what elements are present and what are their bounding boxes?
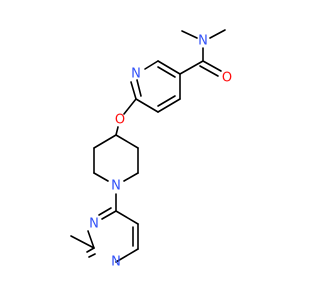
bond-pyrimidine-c5-c4 bbox=[115, 210, 139, 225]
bond-pyrimidine-n1-c6 bbox=[115, 248, 139, 263]
pyridine-nitrogen-label: N bbox=[131, 67, 141, 82]
bond-carbonyl-double-b bbox=[199, 65, 219, 77]
amide-nitrogen-label: N bbox=[198, 34, 208, 49]
bond-pyridine-c5-c4 bbox=[157, 98, 181, 113]
bond-piperidine-n-c6 bbox=[93, 172, 109, 182]
molecule-structure-diagram: N O N O N N N bbox=[70, 29, 232, 270]
bond-pyridine-n-c6 bbox=[130, 81, 137, 100]
carbonyl-oxygen-label: O bbox=[222, 71, 232, 86]
bond-piperidine-c4-c3 bbox=[115, 134, 139, 149]
bond-pyrimidine-c4-n3-inner bbox=[98, 207, 112, 216]
atom-labels: N O N O N N N bbox=[89, 34, 232, 270]
bond-carbonyl-to-ring bbox=[179, 60, 204, 75]
bond-carbonyl-double-a bbox=[202, 60, 222, 72]
bond-ring-to-ether-o bbox=[123, 98, 137, 115]
bond-pyridine-c2-n bbox=[144, 60, 159, 70]
bond-pyrimidine-n3-c2 bbox=[87, 230, 95, 249]
bond-lines bbox=[70, 29, 226, 263]
bond-nme-methyl-1 bbox=[181, 30, 198, 39]
ether-oxygen-label: O bbox=[115, 113, 125, 128]
bond-pyrimidine-c4-n3 bbox=[101, 210, 117, 220]
bond-pyrimidine-c2-n1 bbox=[86, 247, 95, 253]
bond-pyridine-c6-c5 bbox=[135, 98, 159, 113]
pyrimidine-n3-label: N bbox=[89, 217, 99, 232]
bond-pyridine-c3-c2 bbox=[157, 60, 181, 75]
piperidine-nitrogen-label: N bbox=[111, 179, 121, 194]
bond-pyridine-c3-c2-inner bbox=[157, 66, 176, 78]
bond-nme-methyl-2 bbox=[209, 29, 226, 39]
bond-pyridine-c5-c4-inner bbox=[157, 95, 176, 107]
bond-ether-o-to-piperidine bbox=[115, 126, 119, 136]
bond-pyrimidine-c2-n1-inner bbox=[88, 253, 96, 258]
bond-piperidine-c2-n bbox=[123, 172, 139, 182]
bond-pyridine-n-c6-inner bbox=[136, 79, 142, 97]
bond-piperidine-c5-c4 bbox=[93, 134, 117, 149]
bond-pyrimidine-methyl bbox=[70, 235, 95, 249]
pyrimidine-n1-label: N bbox=[111, 255, 121, 270]
